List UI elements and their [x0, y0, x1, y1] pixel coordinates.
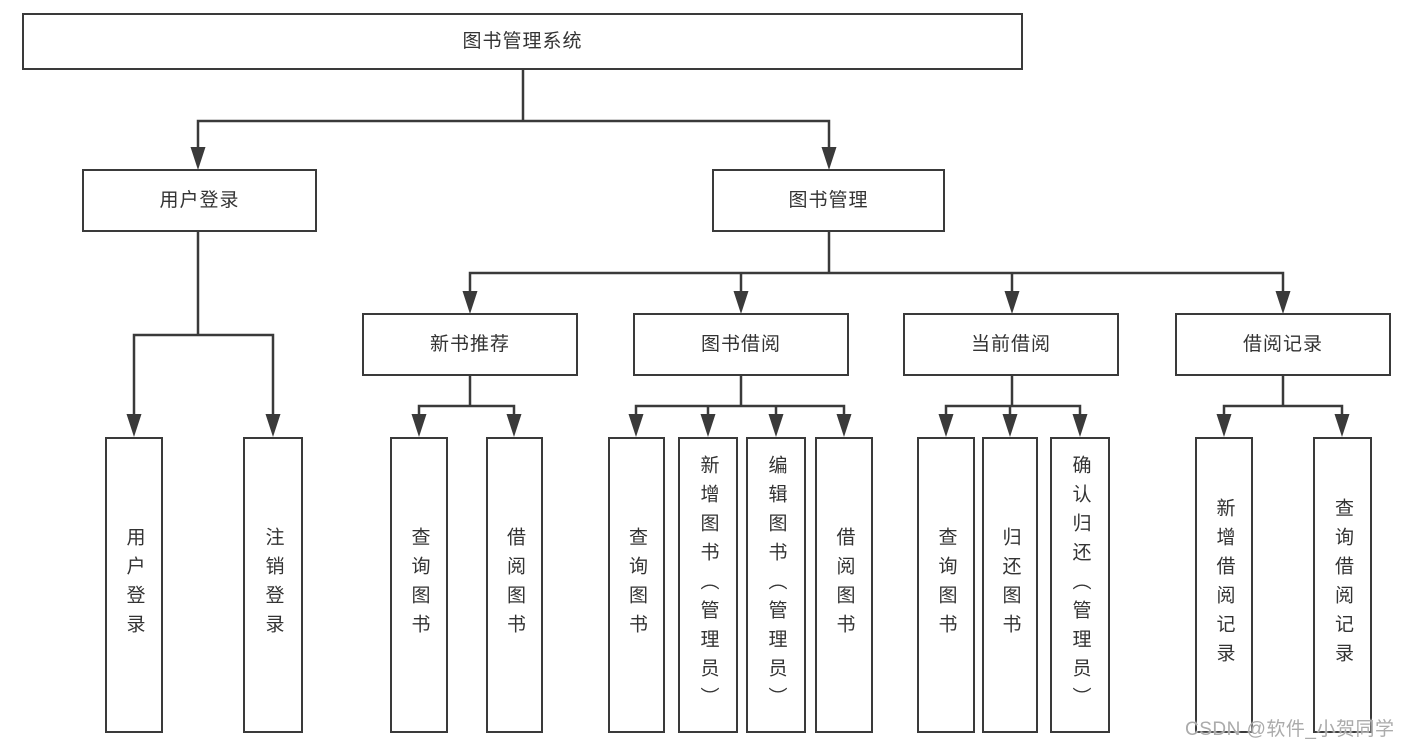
leaf-current-query-books: 查询图书 [917, 437, 975, 733]
connector-borrow-record-to-leaves [1216, 374, 1350, 437]
leaf-logout-login: 注销登录 [243, 437, 303, 733]
node-current-borrow: 当前借阅 [903, 313, 1119, 376]
connector-book-management-to-level3 [462, 230, 1291, 314]
connector-book-borrow-to-leaves [628, 374, 852, 437]
node-new-book-recommend: 新书推荐 [362, 313, 578, 376]
leaf-record-add-borrow-record: 新增借阅记录 [1195, 437, 1253, 733]
connector-current-borrow-to-leaves [938, 374, 1088, 437]
node-borrow-record: 借阅记录 [1175, 313, 1391, 376]
node-book-management: 图书管理 [712, 169, 945, 232]
watermark-text: CSDN @软件_小贺同学 [1185, 719, 1395, 740]
leaf-user-login: 用户登录 [105, 437, 163, 733]
leaf-current-return-books: 归还图书 [982, 437, 1038, 733]
node-system-root: 图书管理系统 [22, 13, 1023, 70]
leaf-borrow-add-books-admin: 新增图书（管理员） [678, 437, 738, 733]
leaf-recommend-borrow-books: 借阅图书 [486, 437, 543, 733]
leaf-record-query-borrow-record: 查询借阅记录 [1313, 437, 1372, 733]
leaf-current-confirm-return-admin: 确认归还（管理员） [1050, 437, 1110, 733]
node-book-borrow: 图书借阅 [633, 313, 849, 376]
leaf-recommend-query-books: 查询图书 [390, 437, 448, 733]
leaf-borrow-borrow-books: 借阅图书 [815, 437, 873, 733]
leaf-borrow-edit-books-admin: 编辑图书（管理员） [746, 437, 806, 733]
connector-new-book-recommend-to-leaves [411, 374, 522, 437]
leaf-borrow-query-books: 查询图书 [608, 437, 665, 733]
connector-user-login-to-leaves [126, 230, 281, 437]
connector-root-to-level2 [190, 68, 837, 170]
node-user-login: 用户登录 [82, 169, 317, 232]
